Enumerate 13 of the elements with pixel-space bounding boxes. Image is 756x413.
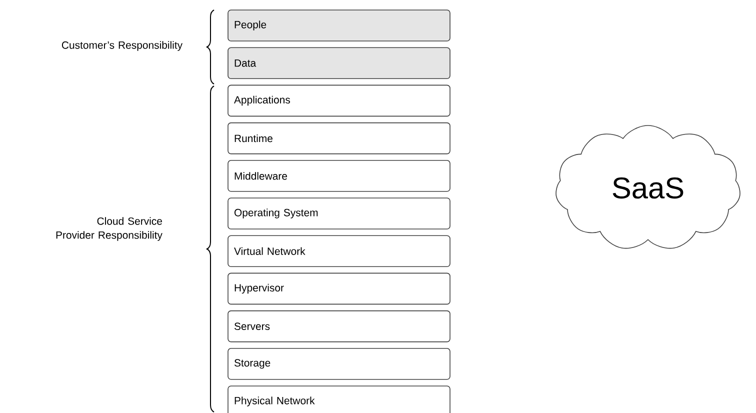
brace-label: Cloud Service Provider Responsibility [56,217,162,241]
layer-box: Operating System [228,198,450,230]
layer-box: Data [228,47,450,79]
layer-box: Physical Network [228,386,450,413]
layer-box: Virtual Network [228,235,450,267]
layer-box: Hypervisor [228,272,450,305]
layer-box: Applications [228,84,450,117]
layer-box: Servers [228,310,450,342]
layer-box: Middleware [228,160,450,192]
layer-box: Runtime [228,122,450,154]
layer-box: Storage [228,348,450,380]
layer-box: People [228,10,450,42]
brace-label: Customer’s Responsibility [62,41,182,51]
